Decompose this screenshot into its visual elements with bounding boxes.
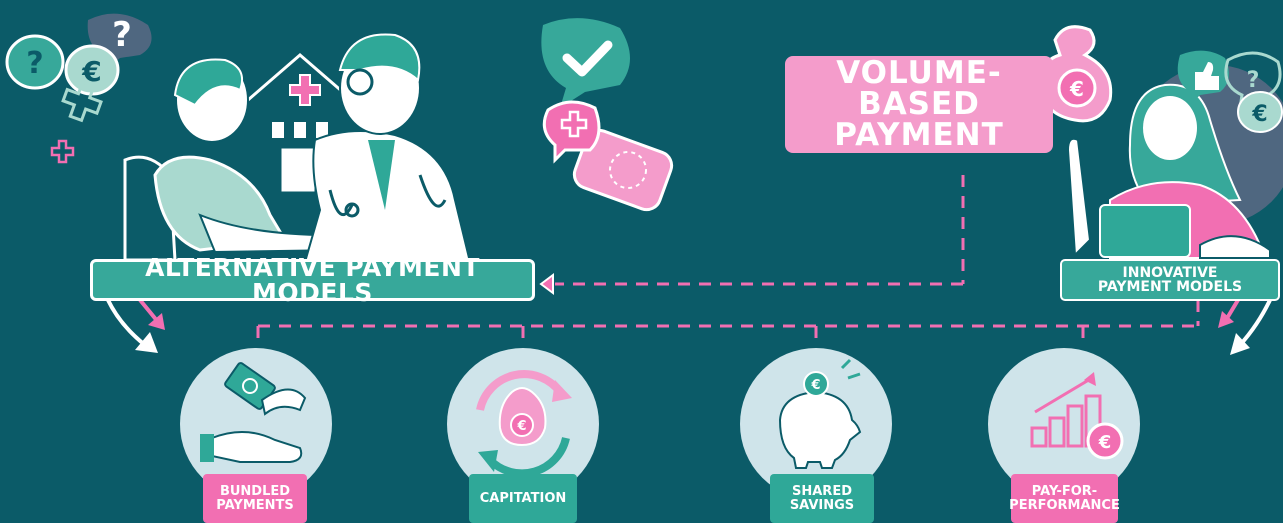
category-capitation: €	[447, 348, 599, 500]
alternative-payment-models-label: ALTERNATIVE PAYMENT MODELS	[90, 255, 535, 305]
category-shared-savings: €	[740, 348, 892, 500]
svg-text:€: €	[1069, 77, 1084, 101]
innovative-payment-models-line2: PAYMENT MODELS	[1097, 279, 1243, 295]
health-cross-outline-icon	[61, 80, 103, 123]
shared-savings-label: SHARED SAVINGS	[770, 474, 874, 523]
category-pay-for-performance: €	[988, 348, 1140, 500]
category-bundled-payments	[180, 348, 332, 500]
capitation-label: CAPITATION	[469, 474, 577, 523]
dashed-connectors	[256, 175, 1200, 345]
thumbs-up-bubble-icon	[1177, 50, 1229, 105]
arrow-ipm-down-icon	[1218, 298, 1272, 355]
innovative-payment-models-line1: INNOVATIVE	[1122, 265, 1218, 281]
hands-money-icon	[200, 362, 307, 463]
bundled-payments-label: BUNDLED PAYMENTS	[203, 474, 307, 523]
svg-text:€: €	[1098, 432, 1112, 453]
money-bag-icon: €	[1038, 25, 1113, 123]
svg-text:€: €	[810, 378, 820, 393]
volume-based-payment-line1: VOLUME-BASED	[836, 55, 1002, 122]
question-bubble-dark-icon: ?	[87, 13, 152, 69]
capitation-line1: CAPITATION	[479, 490, 567, 506]
svg-text:?: ?	[112, 15, 132, 55]
growth-chart-icon: €	[1030, 372, 1124, 460]
shared-savings-line2: SAVINGS	[789, 497, 855, 513]
piggy-bank-icon: €	[778, 358, 862, 469]
money-bag-cycle-icon: €	[476, 370, 572, 478]
phone-health-icon	[542, 100, 674, 212]
hospital-cross-icon	[289, 74, 321, 106]
question-outline-bubble-icon: ?	[1224, 51, 1282, 113]
pay-for-performance-label: PAY-FOR- PERFORMANCE	[1009, 474, 1120, 523]
volume-based-payment-line2: PAYMENT	[834, 117, 1004, 153]
innovative-payment-models-label: INNOVATIVE PAYMENT MODELS	[1060, 259, 1280, 301]
svg-text:€: €	[1251, 102, 1267, 127]
doctor-illustration	[303, 33, 472, 263]
alternative-payment-models-text: ALTERNATIVE PAYMENT MODELS	[145, 253, 480, 307]
volume-based-payment-label: VOLUME-BASED PAYMENT	[785, 56, 1053, 153]
arrow-apm-down-icon	[106, 298, 165, 353]
shared-savings-line1: SHARED	[792, 483, 852, 499]
pay-for-performance-line2: PERFORMANCE	[1009, 497, 1120, 513]
pay-for-performance-line1: PAY-FOR-	[1031, 483, 1098, 499]
checkmark-bubble-icon	[541, 18, 630, 109]
arrow-head-left-icon	[539, 273, 554, 295]
euro-bubble-right-icon: €	[1237, 91, 1283, 133]
patient-illustration	[123, 57, 348, 262]
svg-text:€: €	[516, 419, 526, 434]
bundled-payments-line1: BUNDLED	[219, 483, 291, 499]
small-cross-icon	[50, 139, 75, 164]
hospital-windows	[272, 122, 328, 138]
bundled-payments-line2: PAYMENTS	[216, 497, 294, 513]
question-bubble-icon: ?	[5, 34, 65, 90]
question-mark-text: ?	[26, 46, 43, 81]
svg-text:€: €	[81, 55, 101, 88]
svg-text:?: ?	[1247, 68, 1260, 93]
